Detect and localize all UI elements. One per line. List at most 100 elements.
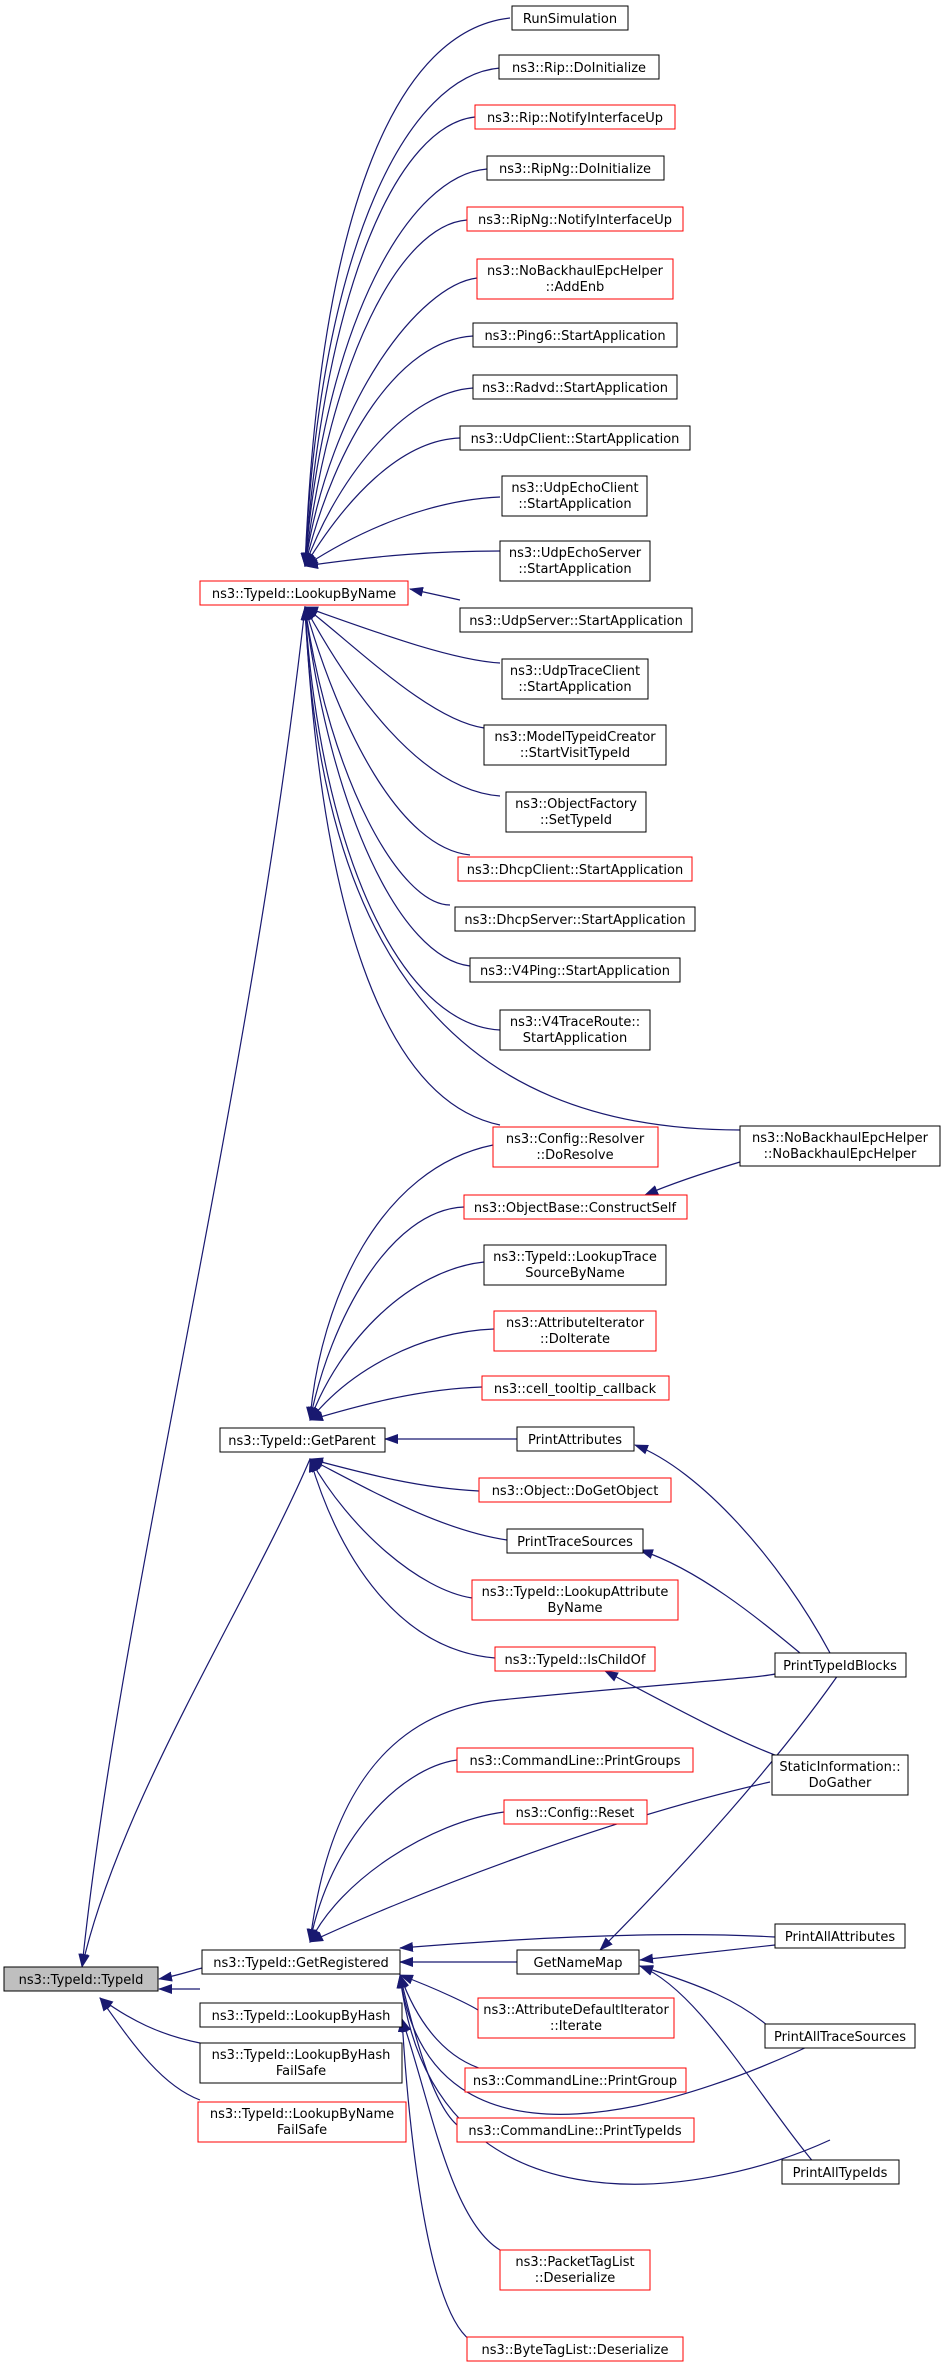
node-udpserver-start[interactable]: ns3::UdpServer::StartApplication (459, 607, 693, 633)
svg-text:::SetTypeId: ::SetTypeId (540, 813, 612, 828)
node-printalltracesources[interactable]: PrintAllTraceSources (764, 2023, 916, 2049)
node-lookupattribute-byname[interactable]: ns3::TypeId::LookupAttribute ByName (471, 1579, 679, 1621)
svg-text:ns3::ByteTagList::Deserialize: ns3::ByteTagList::Deserialize (482, 2343, 669, 2358)
edge (99, 1997, 201, 2101)
node-cell-tooltip-callback[interactable]: ns3::cell_tooltip_callback (481, 1375, 670, 1401)
node-printalltypeids[interactable]: PrintAllTypeIds (781, 2159, 900, 2185)
node-dhcpserver-start[interactable]: ns3::DhcpServer::StartApplication (454, 906, 696, 932)
svg-text:ns3::NoBackhaulEpcHelper: ns3::NoBackhaulEpcHelper (487, 264, 664, 279)
edge (604, 1670, 776, 1756)
node-object-dogetobject[interactable]: ns3::Object::DoGetObject (478, 1477, 672, 1503)
node-attributedefaultiterator-iterate[interactable]: ns3::AttributeDefaultIterator ::Iterate (477, 1997, 675, 2039)
edge (300, 116, 476, 567)
node-objectbase-constructself[interactable]: ns3::ObjectBase::ConstructSelf (463, 1194, 688, 1220)
edge (396, 1974, 831, 2185)
node-udptraceclient-start[interactable]: ns3::UdpTraceClient ::StartApplication (501, 658, 649, 700)
edge (399, 1934, 776, 1952)
edge (307, 1206, 465, 1421)
node-lookuptrace-sourcebyname[interactable]: ns3::TypeId::LookupTrace SourceByName (483, 1244, 667, 1286)
edge (304, 437, 461, 567)
node-rip-notify-interface-up[interactable]: ns3::Rip::NotifyInterfaceUp (474, 104, 676, 130)
node-objectfactory-settypeid[interactable]: ns3::ObjectFactory ::SetTypeId (505, 791, 647, 833)
node-nobackhaul-ctor[interactable]: ns3::NoBackhaulEpcHelper ::NoBackhaulEpc… (739, 1125, 941, 1167)
edge (308, 1458, 496, 1659)
node-packettaglist-deserialize[interactable]: ns3::PacketTagList ::Deserialize (499, 2249, 651, 2291)
edge (309, 1781, 771, 1943)
svg-text:ns3::ObjectBase::ConstructSelf: ns3::ObjectBase::ConstructSelf (474, 1201, 677, 1216)
node-lookupbyname[interactable]: ns3::TypeId::LookupByName (199, 580, 409, 606)
edge (301, 606, 471, 967)
node-attributeiterator-doiterate[interactable]: ns3::AttributeIterator ::DoIterate (493, 1310, 657, 1352)
edge (300, 606, 501, 1031)
node-staticinformation-dogather[interactable]: StaticInformation:: DoGather (771, 1754, 909, 1796)
node-printattributes[interactable]: PrintAttributes (516, 1426, 635, 1452)
node-printallattributes[interactable]: PrintAllAttributes (774, 1923, 906, 1949)
svg-text:ns3::TypeId::LookupByName: ns3::TypeId::LookupByName (210, 2107, 394, 2122)
edge (397, 2018, 471, 2341)
node-getregistered[interactable]: ns3::TypeId::GetRegistered (201, 1949, 401, 1975)
node-lookupbyhash[interactable]: ns3::TypeId::LookupByHash (199, 2002, 403, 2028)
node-dhcpclient-start[interactable]: ns3::DhcpClient::StartApplication (457, 856, 693, 882)
node-v4ping-start[interactable]: ns3::V4Ping::StartApplication (469, 957, 681, 983)
svg-text:ByName: ByName (548, 1601, 603, 1616)
node-lookupbyhash-failsafe[interactable]: ns3::TypeId::LookupByHash FailSafe (199, 2042, 403, 2084)
node-bytetaglist-deserialize[interactable]: ns3::ByteTagList::Deserialize (466, 2336, 684, 2362)
svg-text:ns3::Config::Reset: ns3::Config::Reset (516, 1806, 635, 1821)
edge (304, 606, 485, 729)
svg-text:ns3::UdpEchoServer: ns3::UdpEchoServer (509, 546, 642, 561)
svg-text:ns3::UdpTraceClient: ns3::UdpTraceClient (510, 664, 640, 679)
svg-text:ns3::V4Ping::StartApplication: ns3::V4Ping::StartApplication (480, 964, 670, 979)
node-commandline-printtypeids[interactable]: ns3::CommandLine::PrintTypeIds (456, 2117, 695, 2143)
node-ischildof[interactable]: ns3::TypeId::IsChildOf (494, 1646, 656, 1672)
svg-text:PrintTraceSources: PrintTraceSources (517, 1535, 633, 1550)
node-ping6-start[interactable]: ns3::Ping6::StartApplication (472, 322, 678, 348)
node-commandline-printgroups[interactable]: ns3::CommandLine::PrintGroups (456, 1747, 694, 1773)
svg-text:::DoResolve: ::DoResolve (536, 1148, 613, 1163)
svg-text:ns3::AttributeDefaultIterator: ns3::AttributeDefaultIterator (483, 2003, 669, 2018)
node-nobackhaul-addenb[interactable]: ns3::NoBackhaulEpcHelper ::AddEnb (476, 258, 674, 300)
node-printtracesources[interactable]: PrintTraceSources (506, 1528, 644, 1554)
edge (644, 1161, 741, 1196)
svg-text:ns3::DhcpClient::StartApplicat: ns3::DhcpClient::StartApplication (467, 863, 683, 878)
node-run-simulation[interactable]: RunSimulation (511, 5, 629, 31)
node-v4traceroute-start[interactable]: ns3::V4TraceRoute:: StartApplication (499, 1009, 651, 1051)
edge (78, 606, 306, 1968)
node-modeltypeid-creator[interactable]: ns3::ModelTypeidCreator ::StartVisitType… (483, 724, 667, 766)
node-ripng-notify-interface-up[interactable]: ns3::RipNg::NotifyInterfaceUp (466, 206, 684, 232)
svg-text:ns3::cell_tooltip_callback: ns3::cell_tooltip_callback (494, 1382, 657, 1397)
node-radvd-start[interactable]: ns3::Radvd::StartApplication (472, 374, 678, 400)
node-rip-doinitialize[interactable]: ns3::Rip::DoInitialize (498, 54, 660, 80)
edge (639, 1944, 776, 1964)
edge (634, 1444, 831, 1654)
svg-text:RunSimulation: RunSimulation (523, 12, 617, 27)
node-printtypeidblocks[interactable]: PrintTypeIdBlocks (774, 1652, 907, 1678)
node-udpechoclient-start[interactable]: ns3::UdpEchoClient ::StartApplication (501, 475, 648, 517)
svg-text:ns3::NoBackhaulEpcHelper: ns3::NoBackhaulEpcHelper (752, 1131, 929, 1146)
node-commandline-printgroup[interactable]: ns3::CommandLine::PrintGroup (464, 2067, 687, 2093)
edge (306, 1144, 494, 1421)
edge (303, 606, 471, 856)
node-ripng-doinitialize[interactable]: ns3::RipNg::DoInitialize (486, 155, 665, 181)
node-udpechoserver-start[interactable]: ns3::UdpEchoServer ::StartApplication (499, 540, 651, 582)
node-getparent[interactable]: ns3::TypeId::GetParent (219, 1427, 386, 1453)
svg-text:SourceByName: SourceByName (525, 1266, 625, 1281)
edge (399, 1974, 486, 2071)
svg-text:PrintAttributes: PrintAttributes (528, 1433, 622, 1448)
node-udpclient-start[interactable]: ns3::UdpClient::StartApplication (459, 425, 691, 451)
svg-text:StaticInformation::: StaticInformation:: (779, 1760, 900, 1775)
svg-text:::StartApplication: ::StartApplication (518, 562, 631, 577)
edge (398, 1974, 466, 2131)
node-typeid-root[interactable]: ns3::TypeId::TypeId (3, 1966, 159, 1992)
node-config-reset[interactable]: ns3::Config::Reset (503, 1799, 648, 1825)
svg-text:::StartApplication: ::StartApplication (518, 680, 631, 695)
node-getnamemap[interactable]: GetNameMap (516, 1949, 640, 1975)
svg-text:::DoIterate: ::DoIterate (540, 1332, 610, 1347)
svg-text:StartApplication: StartApplication (523, 1031, 627, 1046)
svg-text:::AddEnb: ::AddEnb (546, 280, 605, 295)
svg-text:ns3::UdpEchoClient: ns3::UdpEchoClient (511, 481, 638, 496)
svg-text:::NoBackhaulEpcHelper: ::NoBackhaulEpcHelper (764, 1147, 917, 1162)
edge (304, 550, 501, 570)
edge (99, 1997, 201, 2044)
node-config-resolver[interactable]: ns3::Config::Resolver ::DoResolve (492, 1126, 659, 1168)
node-lookupbyname-failsafe[interactable]: ns3::TypeId::LookupByName FailSafe (197, 2101, 407, 2143)
